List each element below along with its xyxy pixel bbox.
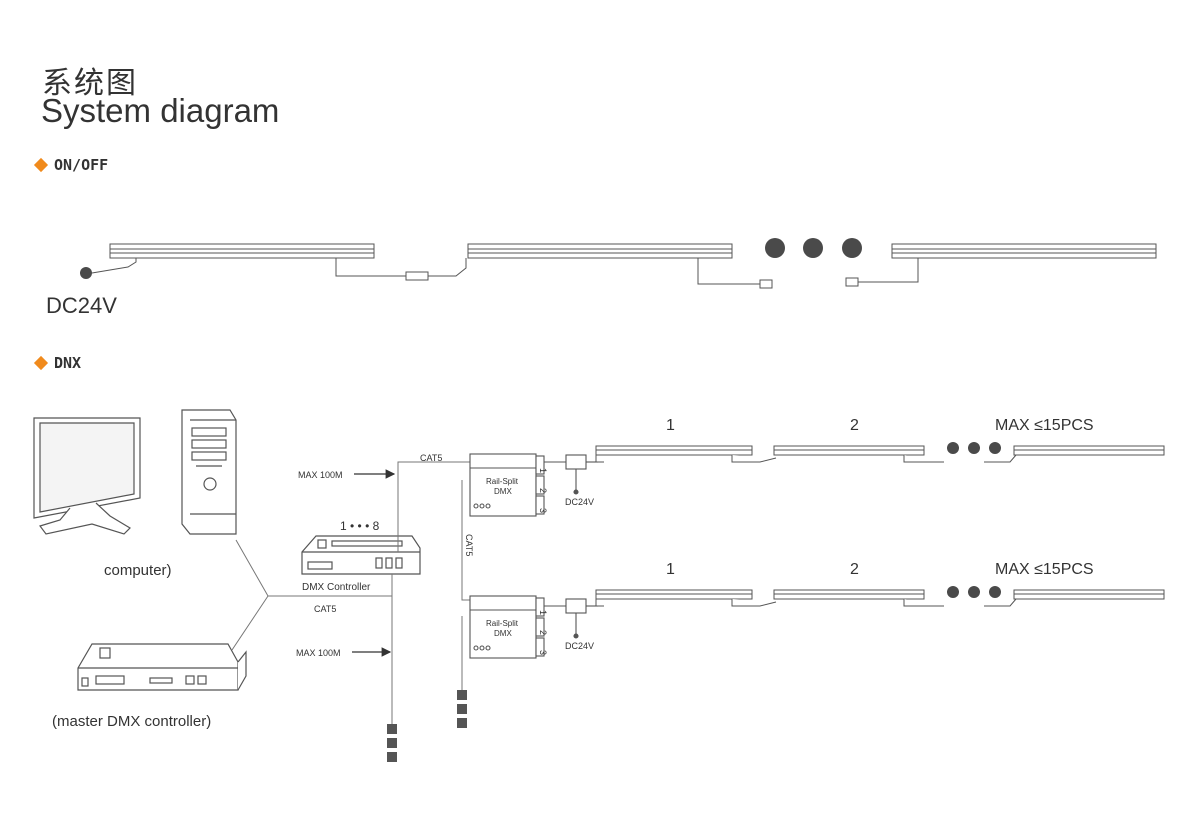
connector-icon	[845, 277, 859, 287]
bar-number-2: 2	[850, 561, 859, 578]
rail-split-dmx-unit-1	[469, 453, 545, 517]
port-label-2: 2	[538, 488, 548, 493]
computer-label: computer)	[104, 562, 172, 579]
dmx-row-2-continuation-dots	[947, 586, 1001, 598]
monitor-icon	[33, 417, 141, 535]
dmx-controller-icon	[301, 535, 421, 575]
onoff-light-bar-3	[891, 243, 1157, 259]
cat5-label-bottom: CAT5	[314, 604, 336, 614]
dmx-row-1-light-bars	[595, 445, 1165, 463]
master-controller-label: (master DMX controller)	[52, 713, 211, 730]
dmx-row-2-light-bars	[595, 589, 1165, 607]
dmx-output-wiring	[391, 461, 470, 724]
page-title-en: System diagram	[41, 92, 280, 129]
terminator-stack-icon	[387, 724, 397, 762]
rail-split-label-2: DMX	[494, 487, 512, 496]
dc24v-small-label: DC24V	[565, 641, 594, 651]
computer-tower-icon	[181, 409, 237, 535]
rail-split-label-2: DMX	[494, 629, 512, 638]
connector-icon	[759, 279, 773, 289]
max100m-label-top: MAX 100M	[298, 470, 343, 480]
bar-number-1: 1	[666, 417, 675, 434]
dmx-row-1-continuation-dots	[947, 442, 1001, 454]
bar-number-1: 1	[666, 561, 675, 578]
max-pcs-label: MAX ≤15PCS	[995, 561, 1094, 578]
dc24v-small-label: DC24V	[565, 497, 594, 507]
port-label-3: 3	[538, 650, 548, 655]
rail-split-label-1: Rail-Split	[486, 619, 519, 628]
section-dmx-label: DNX	[54, 354, 82, 372]
port-label-1: 1	[538, 468, 548, 473]
rail-split-label-1: Rail-Split	[486, 477, 519, 486]
port-label-3: 3	[538, 508, 548, 513]
page-title-cn: 系统图	[42, 66, 138, 101]
cat5-label-top: CAT5	[420, 453, 442, 463]
port-label-2: 2	[538, 630, 548, 635]
dmx-controller-label: DMX Controller	[302, 582, 371, 593]
connector-icon	[405, 271, 429, 281]
onoff-light-bar-1	[109, 243, 375, 259]
max-pcs-label: MAX ≤15PCS	[995, 417, 1094, 434]
controller-ports-label: 1 • • • 8	[340, 519, 380, 533]
onoff-wiring	[80, 258, 919, 289]
onoff-light-bar-2	[467, 243, 733, 259]
terminator-stack-icon	[457, 690, 467, 728]
port-label-1: 1	[538, 610, 548, 615]
max100m-label-bottom: MAX 100M	[296, 648, 341, 658]
power-injector-2	[544, 598, 598, 639]
section-onoff-label: ON/OFF	[54, 156, 109, 174]
master-dmx-controller-icon	[77, 643, 247, 691]
power-injector-1	[544, 454, 598, 495]
cat5-label-vertical: CAT5	[464, 534, 474, 556]
rail-split-dmx-unit-2	[469, 595, 545, 659]
onoff-continuation-dots	[765, 238, 862, 258]
dc24v-label: DC24V	[46, 293, 117, 318]
section-dmx-header: DNX	[33, 354, 82, 372]
section-onoff-header: ON/OFF	[33, 156, 109, 174]
bar-number-2: 2	[850, 417, 859, 434]
power-plug-icon	[80, 267, 92, 279]
